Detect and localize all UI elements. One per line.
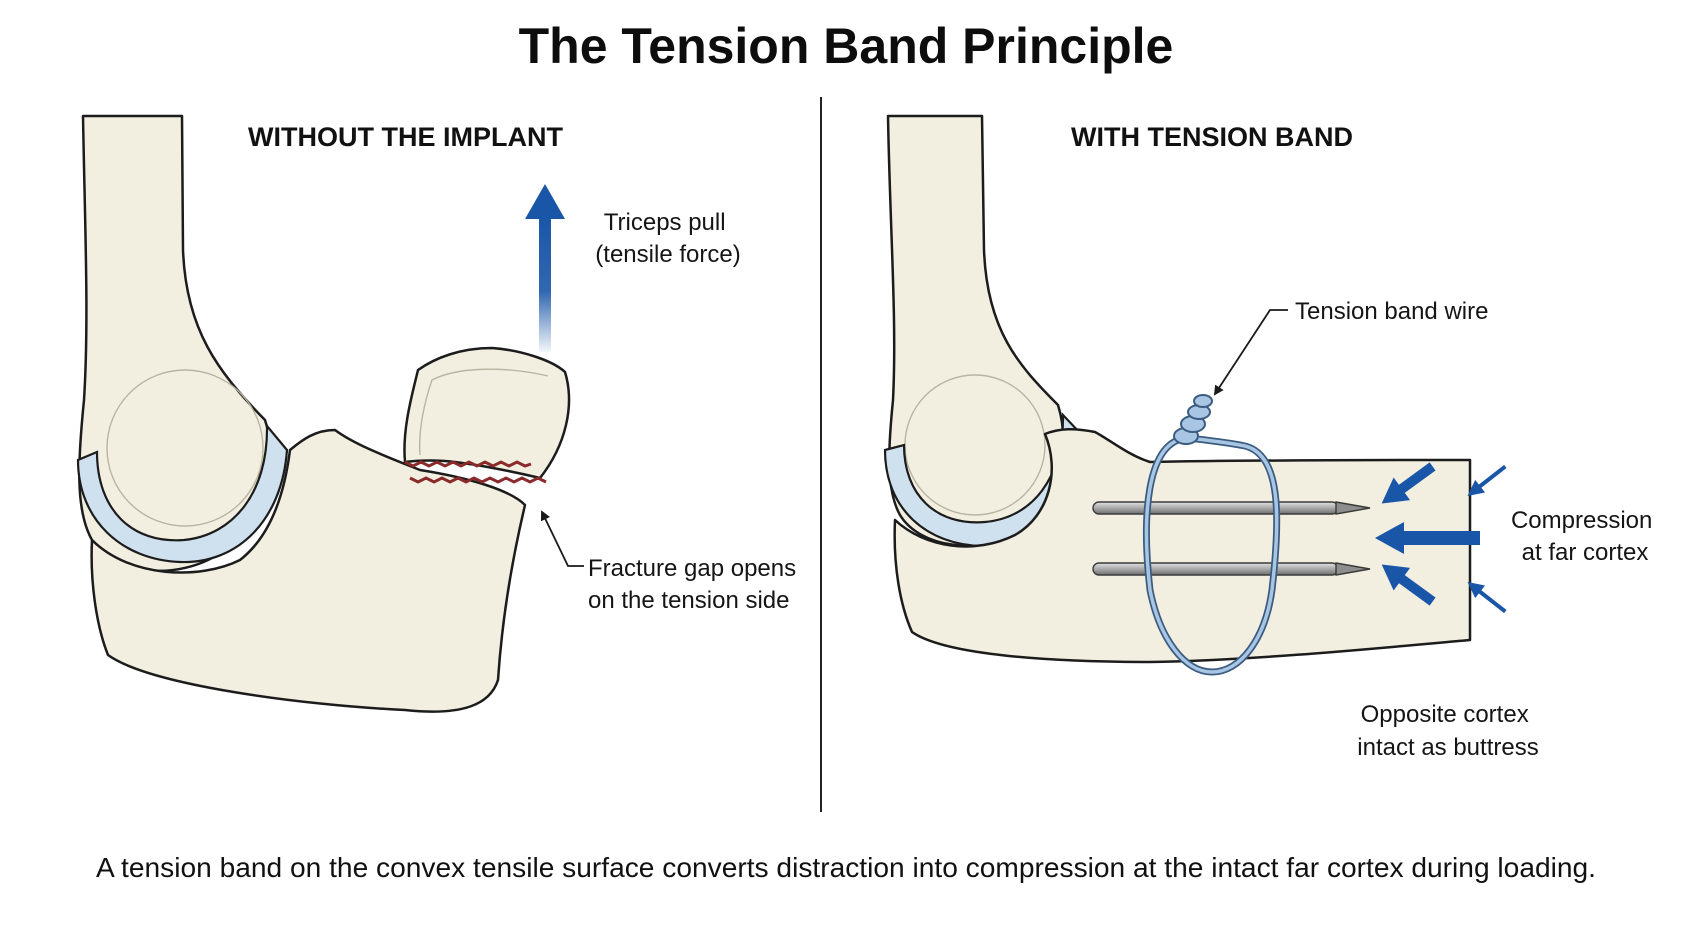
fracture-edge-lower: [409, 476, 547, 484]
fracture-gap-label: Fracture gap opens on the tension side: [588, 555, 803, 614]
triceps-pull-label: Triceps pull (tensile force): [595, 209, 740, 268]
tension-band-wire: [1143, 394, 1281, 676]
wire-twist-knot: [1173, 394, 1213, 445]
triceps-pull-label-line-2: (tensile force): [595, 241, 740, 268]
articular-cartilage: [76, 422, 289, 564]
right-panel: WITH TENSION BAND: [883, 114, 1659, 761]
left-panel-heading: WITHOUT THE IMPLANT: [248, 122, 563, 152]
ulna-bone: [90, 428, 527, 713]
buttress-label: Opposite cortex intact as buttress: [1357, 701, 1538, 761]
buttress-label-line-1: Opposite cortex: [1361, 701, 1529, 728]
olecranon-inner-outline: [418, 368, 549, 456]
wire-label-leader: [1213, 309, 1288, 396]
k-wire-lower: [1092, 562, 1371, 576]
fracture-gap-label-line-1: Fracture gap opens: [588, 555, 796, 582]
triceps-pull-label-line-1: Triceps pull: [604, 209, 726, 236]
compression-arrow-small-lower: [1467, 581, 1507, 614]
fracture-gap-label-line-2: on the tension side: [588, 587, 789, 614]
compression-arrow-upper: [1381, 462, 1436, 504]
left-panel: WITHOUT THE IMPLANT Triceps pull (tensil…: [76, 114, 803, 713]
fracture-edge-upper: [404, 460, 532, 468]
compression-arrow-main: [1375, 522, 1480, 554]
fracture-gap-leader: [540, 510, 584, 567]
right-panel-heading: WITH TENSION BAND: [1071, 122, 1353, 152]
triceps-pull-arrow: [525, 184, 565, 352]
k-wire-upper: [1092, 501, 1371, 515]
compression-label-line-1: Compression: [1511, 507, 1652, 534]
compression-label: Compression at far cortex: [1511, 507, 1659, 566]
compression-arrow-lower: [1381, 564, 1436, 606]
ulna-bone-right: [893, 428, 1472, 664]
wire-label: Tension band wire: [1295, 298, 1488, 325]
page-title: The Tension Band Principle: [519, 18, 1174, 74]
compression-arrows: [1375, 462, 1507, 614]
humerus-condyle-outline: [106, 369, 264, 527]
buttress-label-line-2: intact as buttress: [1357, 734, 1538, 761]
compression-label-line-2: at far cortex: [1522, 539, 1649, 566]
figure-caption: A tension band on the convex tensile sur…: [96, 852, 1596, 883]
olecranon-fragment: [403, 346, 571, 480]
compression-arrow-small-upper: [1467, 464, 1507, 497]
